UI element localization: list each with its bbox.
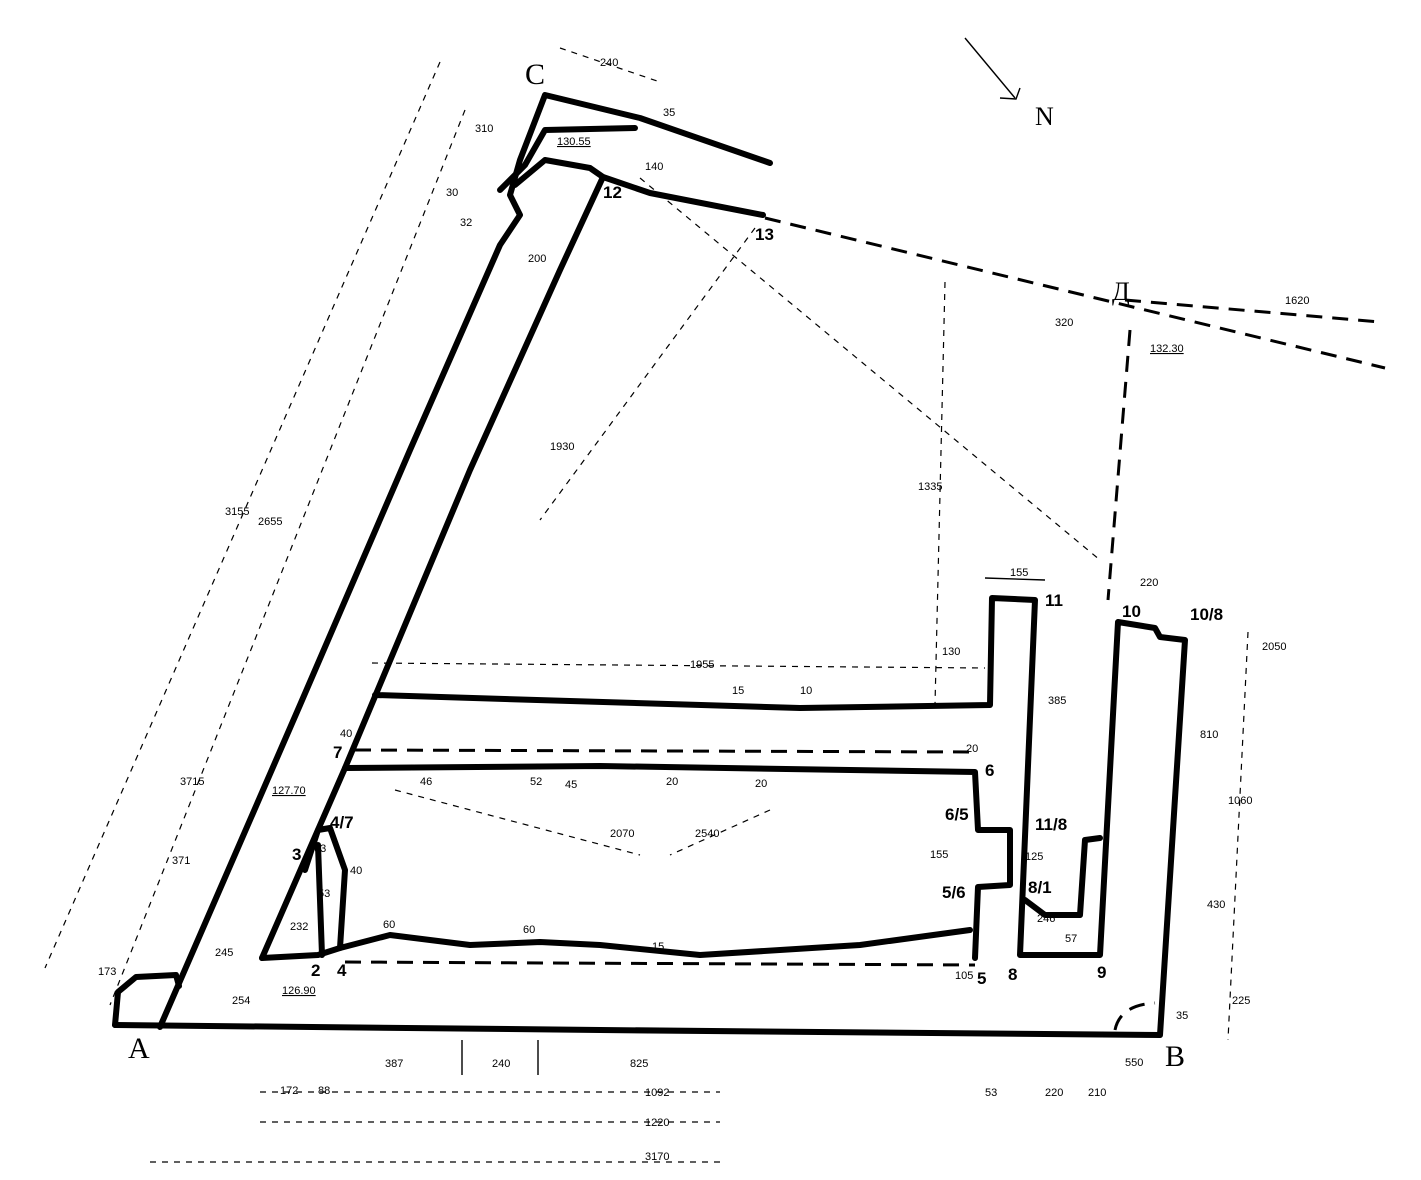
dimension-label: 254 <box>232 995 250 1007</box>
dimension-label: 130 <box>942 646 960 658</box>
dimension-label: 46 <box>420 776 432 788</box>
dimension-label: 240 <box>600 57 618 69</box>
dimension-label: 40 <box>350 865 362 877</box>
dimension-label: 32 <box>460 217 472 229</box>
point-label: 9 <box>1097 963 1106 982</box>
dimension-label: 35 <box>1176 1010 1188 1022</box>
dimension-label: 232 <box>290 921 308 933</box>
dimension-label: 1060 <box>1228 795 1252 807</box>
dimension-label: 30 <box>446 187 458 199</box>
dimension-label: 60 <box>383 919 395 931</box>
point-labels: 12 13 11 10 10/8 7 6 4/7 6/5 11/8 5/6 8/… <box>292 183 1223 988</box>
dimension-label: 173 <box>98 966 116 978</box>
point-label: 10 <box>1122 602 1141 621</box>
dimension-label: 1930 <box>550 441 574 453</box>
dimension-label: 246 <box>1037 913 1055 925</box>
dimension-label: 20 <box>966 743 978 755</box>
dimension-label: 220 <box>1045 1087 1063 1099</box>
dimension-label: 200 <box>528 253 546 265</box>
dimension-label: 2070 <box>610 828 634 840</box>
dimension-label: 155 <box>1010 567 1028 579</box>
dimension-label: 2050 <box>1262 641 1286 653</box>
dimension-label: 225 <box>1232 995 1250 1007</box>
dimension-label: 3170 <box>645 1151 669 1163</box>
north-arrow-icon <box>964 37 1021 100</box>
dimension-label: 371 <box>172 855 190 867</box>
dimension-label: 220 <box>1140 577 1158 589</box>
dimension-label: 140 <box>645 161 663 173</box>
dimension-label: 172 <box>280 1085 298 1097</box>
dimension-label: 10 <box>800 685 812 697</box>
point-label: 2 <box>311 961 320 980</box>
dimension-label: 320 <box>1055 317 1073 329</box>
dimension-label: 125 <box>1025 851 1043 863</box>
point-label: 8/1 <box>1028 878 1052 897</box>
dimension-label: 20 <box>666 776 678 788</box>
dimension-label: 126.90 <box>282 985 316 997</box>
point-label: 8 <box>1008 965 1017 984</box>
dimension-label: 3715 <box>180 776 204 788</box>
dimension-label: 15 <box>652 941 664 953</box>
point-label: 6/5 <box>945 805 969 824</box>
dimension-label: 2540 <box>695 828 719 840</box>
dimension-label: 387 <box>385 1058 403 1070</box>
point-label: 13 <box>755 225 774 244</box>
dimension-label: 810 <box>1200 729 1218 741</box>
point-label: 7 <box>333 743 342 762</box>
dashed-lines <box>344 216 1386 1031</box>
dimension-label: 2655 <box>258 516 282 528</box>
corner-c-label: C <box>525 58 545 91</box>
dimension-label: 1620 <box>1285 295 1309 307</box>
dimension-label: 57 <box>1065 933 1077 945</box>
dimension-lines <box>44 47 1249 1163</box>
dimension-label: 825 <box>630 1058 648 1070</box>
dimension-label: 20 <box>755 778 767 790</box>
corner-a-label: A <box>128 1032 150 1065</box>
dimension-label: 53 <box>318 888 330 900</box>
north-label: N <box>1035 102 1054 131</box>
point-label: 10/8 <box>1190 605 1223 624</box>
dimension-label: 132.30 <box>1150 343 1184 355</box>
point-label: 3 <box>292 845 301 864</box>
dimension-label: 155 <box>930 849 948 861</box>
dimension-label: 1335 <box>918 481 942 493</box>
dimension-label: 1220 <box>645 1117 669 1129</box>
dimension-label: 15 <box>732 685 744 697</box>
dimension-label: 40 <box>340 728 352 740</box>
point-label: 5 <box>977 969 986 988</box>
dimension-label: 45 <box>565 779 577 791</box>
dimension-label: 52 <box>530 776 542 788</box>
point-label: 4/7 <box>330 813 354 832</box>
dimension-label: 385 <box>1048 695 1066 707</box>
point-label: 11/8 <box>1035 815 1067 834</box>
corner-b-label: B <box>1165 1040 1185 1073</box>
dimension-label: 127.70 <box>272 785 306 797</box>
dimension-label: 1092 <box>645 1087 669 1099</box>
dimension-label: 63 <box>314 843 326 855</box>
dimension-label: 430 <box>1207 899 1225 911</box>
dimension-labels: 240 35 310 30 32 130.55 140 200 1620 320… <box>98 57 1309 1163</box>
dimension-label: 60 <box>523 924 535 936</box>
dimension-label: 1955 <box>690 659 714 671</box>
point-label: 5/6 <box>942 883 966 902</box>
dimension-label: 3155 <box>225 506 249 518</box>
dimension-label: 130.55 <box>557 136 591 148</box>
point-label: 6 <box>985 761 994 780</box>
dimension-label: 245 <box>215 947 233 959</box>
point-label: 4 <box>337 961 347 980</box>
dimension-label: 105 <box>955 970 973 982</box>
point-label: 12 <box>603 183 622 202</box>
dimension-label: 35 <box>663 107 675 119</box>
dimension-label: 240 <box>492 1058 510 1070</box>
dimension-label: 210 <box>1088 1087 1106 1099</box>
point-label: 11 <box>1045 591 1063 610</box>
point-d-label: Д <box>1112 277 1130 306</box>
dimension-label: 550 <box>1125 1057 1143 1069</box>
dimension-label: 53 <box>985 1087 997 1099</box>
dimension-label: 88 <box>318 1085 330 1097</box>
dimension-label: 310 <box>475 123 493 135</box>
walls <box>112 92 1188 1038</box>
